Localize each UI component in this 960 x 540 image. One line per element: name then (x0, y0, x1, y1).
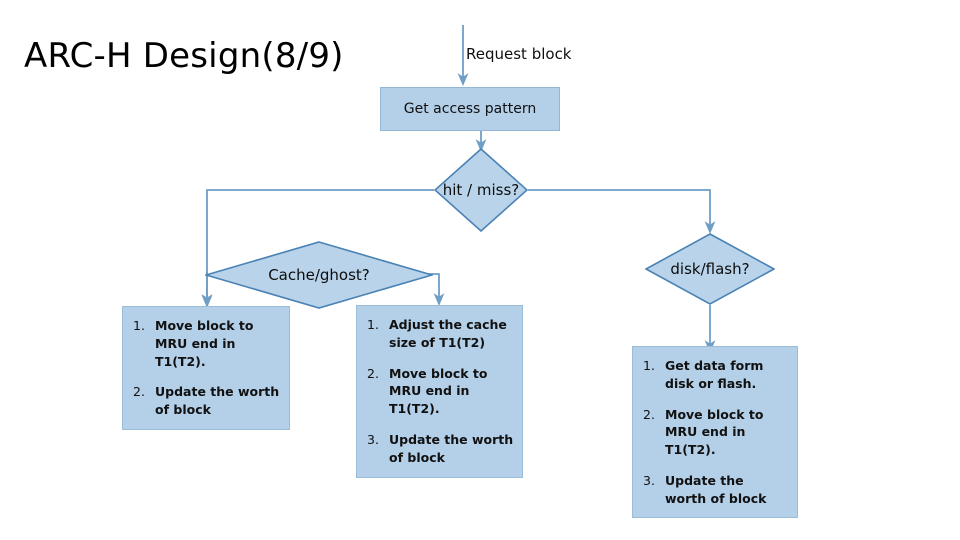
list-item: 2. Move block to MRU end in T1(T2). (367, 365, 514, 418)
node-cache-ghost[interactable]: Cache/ghost? (205, 241, 433, 309)
list-item-text: Get data form disk or flash. (665, 358, 764, 391)
list-item-number: 3. (367, 431, 379, 447)
list-item: 3. Update the worth of block (367, 431, 514, 467)
list-item-text: Move block to MRU end in T1(T2). (389, 365, 488, 417)
connector-hit-miss-to-disk-flash (528, 189, 716, 235)
list-item: 3. Update the worth of block (643, 472, 789, 508)
list-item-number: 1. (133, 318, 145, 333)
list-item-number: 2. (643, 406, 655, 422)
page-title: ARC-H Design(8/9) (24, 36, 344, 76)
action-list-ghost-hit-items: 1. Adjust the cache size of T1(T2) 2. Mo… (367, 316, 514, 466)
node-disk-flash[interactable]: disk/flash? (645, 233, 775, 305)
list-item-number: 2. (133, 384, 145, 400)
list-item: 2. Move block to MRU end in T1(T2). (643, 406, 789, 459)
node-hit-miss[interactable]: hit / miss? (434, 148, 528, 232)
node-hit-miss-label: hit / miss? (442, 181, 520, 199)
action-list-miss-path-items: 1. Get data form disk or flash. 2. Move … (643, 357, 789, 507)
list-item-text: Update the worth of block (389, 431, 514, 465)
list-item-number: 3. (643, 472, 655, 488)
action-list-ghost-hit[interactable]: 1. Adjust the cache size of T1(T2) 2. Mo… (356, 305, 523, 478)
action-list-cache-hit[interactable]: 1. Move block to MRU end in T1(T2). 2. U… (122, 306, 290, 430)
list-item-text: Update the worth of block (665, 472, 767, 506)
list-item: 1. Adjust the cache size of T1(T2) (367, 316, 514, 352)
node-cache-ghost-label: Cache/ghost? (268, 266, 370, 284)
action-list-miss-path[interactable]: 1. Get data form disk or flash. 2. Move … (632, 346, 798, 518)
hit-miss-diamond-shape (434, 148, 528, 232)
list-item: 1. Move block to MRU end in T1(T2). (133, 317, 281, 370)
list-item-text: Adjust the cache size of T1(T2) (389, 317, 507, 350)
cache-ghost-diamond-shape (205, 241, 433, 309)
list-item: 2. Update the worth of block (133, 383, 281, 419)
node-get-access-pattern[interactable]: Get access pattern (380, 87, 560, 131)
list-item: 1. Get data form disk or flash. (643, 357, 789, 393)
list-item-text: Move block to MRU end in T1(T2). (155, 318, 254, 369)
node-get-access-pattern-label: Get access pattern (403, 101, 537, 117)
list-item-number: 1. (643, 358, 655, 373)
list-item-number: 2. (367, 365, 379, 381)
disk-flash-diamond-shape (645, 233, 775, 305)
action-list-cache-hit-items: 1. Move block to MRU end in T1(T2). 2. U… (133, 317, 281, 419)
node-disk-flash-label: disk/flash? (670, 260, 750, 278)
list-item-text: Update the worth of block (155, 384, 280, 417)
list-item-number: 1. (367, 317, 379, 332)
list-item-text: Move block to MRU end in T1(T2). (665, 406, 764, 458)
edge-label-request-block: Request block (466, 45, 572, 63)
